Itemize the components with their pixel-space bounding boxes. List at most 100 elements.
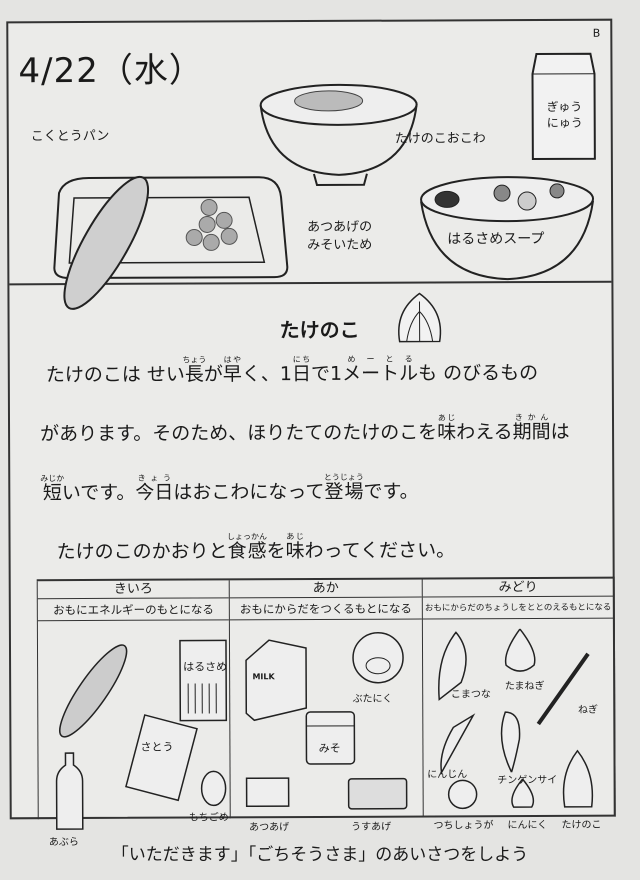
carrot-icon <box>439 713 475 775</box>
article-line: たけのこは せい長ちょうが早はやく、1日にちで1メートルめーとるも のびるもの <box>40 347 610 408</box>
chingensai-icon <box>500 711 520 773</box>
mochigome-icon <box>200 770 227 807</box>
furigana: あじ <box>285 532 305 542</box>
tray-illustration <box>53 176 289 280</box>
food-label: つちしょうが <box>433 820 494 832</box>
okowa-bowl-icon <box>259 83 418 186</box>
text-segment: わってください。 <box>304 539 456 563</box>
bread-icon <box>63 175 150 310</box>
group-name: きいろ <box>37 580 230 600</box>
milk-carton-text: MILK <box>252 672 275 682</box>
soup-label: はるさめスープ <box>447 230 545 248</box>
soup-bowl-icon <box>420 176 595 281</box>
text-segment: わえる <box>456 421 513 444</box>
furigana-word: 短みじか <box>40 474 65 505</box>
food-label: もちごめ <box>188 812 229 824</box>
group-desc: おもにからだをつくるもとになる <box>230 597 422 621</box>
furigana: にち <box>291 354 311 365</box>
milk-carton-icon <box>245 639 308 722</box>
sugar-bag-icon <box>125 714 198 802</box>
food-label: ぶたにく <box>352 693 393 705</box>
garlic-icon <box>510 778 534 808</box>
text-segment: があります。そのため、ほりたてのたけのこを <box>40 421 438 446</box>
text-segment: を <box>266 540 286 563</box>
food-label: チンゲンサイ <box>497 774 558 787</box>
onion-icon <box>504 628 536 672</box>
atsuage-icon <box>246 777 290 808</box>
furigana: みじか <box>40 474 65 484</box>
furigana-word: 日にち <box>291 354 312 386</box>
bamboo-shoot-icon <box>562 749 593 808</box>
furigana-word: 食感しょっかん <box>227 532 268 563</box>
furigana: しょっかん <box>227 532 268 542</box>
furigana-word: 味あじ <box>437 413 457 444</box>
food-label: こまつな <box>450 689 491 701</box>
text-segment: く、1 <box>241 363 293 386</box>
article-line: 短みじかいです。今日きょうはおこわになって登場とうじょうです。 <box>40 465 610 526</box>
furigana: あじ <box>437 413 457 423</box>
food-label: にんじん <box>427 769 468 781</box>
pig-icon <box>352 631 405 684</box>
atsuage-label-2: みそいため <box>307 237 373 254</box>
furigana-word: 期間きかん <box>512 412 551 444</box>
article-title: たけのこ <box>279 317 360 343</box>
sugar-bag-text: さとう <box>140 740 174 754</box>
furigana-word: 味あじ <box>285 532 305 563</box>
furigana: はや <box>222 355 242 365</box>
group-red: あか おもにからだをつくるもとになる MILK ぶたにく みそ あつあげ うすあ… <box>229 579 423 833</box>
miso-text: みそ <box>318 741 341 755</box>
furigana-word: 登場とうじょう <box>323 472 364 503</box>
furigana-word: 早はや <box>222 355 242 386</box>
text-segment: は <box>550 420 570 443</box>
bamboo-shoot-icon <box>398 292 442 343</box>
group-desc: おもにからだのちょうしをととのえるもとになる <box>422 596 614 620</box>
food-label: たまねぎ <box>504 680 545 693</box>
menu-illustration-section: 4/22（水） こくとうパン たけのこおこわ ぎゅう にゅう あつあげの みそい… <box>8 20 612 310</box>
ginger-icon <box>447 779 478 810</box>
text-segment: たけのこのかおりと <box>56 540 228 564</box>
furigana: きょう <box>135 473 174 483</box>
harusame-pack-icon <box>179 639 228 722</box>
bread-icon <box>59 644 128 738</box>
okowa-label: たけのこおこわ <box>394 131 486 147</box>
food-label: たけのこ <box>561 819 602 831</box>
menu-date: 4/22（水） <box>18 50 204 92</box>
group-name: あか <box>230 579 422 599</box>
harusame-pack-text: はるさめ <box>183 660 228 674</box>
food-label: うすあげ <box>351 821 392 833</box>
usuage-icon <box>348 777 408 810</box>
article-line: があります。そのため、ほりたてのたけのこを味あじわえる期間きかんは <box>40 406 610 467</box>
furigana-word: 今日きょう <box>135 473 174 504</box>
atsuage-label-1: あつあげの <box>307 219 373 236</box>
furigana: とうじょう <box>323 472 364 482</box>
food-groups-table: きいろ おもにエネルギーのもとになる はるさめ さとう あぶら もちごめ あか … <box>36 576 616 848</box>
article-body: たけのこは せい長ちょうが早はやく、1日にちで1メートルめーとるも のびるものが… <box>40 347 611 585</box>
furigana: ちょう <box>182 355 207 365</box>
group-desc: おもにエネルギーのもとになる <box>37 598 230 622</box>
group-yellow: きいろ おもにエネルギーのもとになる はるさめ さとう あぶら もちごめ <box>36 580 231 848</box>
food-label: にんにく <box>507 819 548 832</box>
text-segment: も のびるもの <box>418 362 539 385</box>
negi-icon <box>536 652 590 726</box>
lunch-menu-sheet: B 4/22（水） こくとうパン たけのこおこわ ぎゅう にゅう あつあげの み… <box>6 18 616 848</box>
food-label: ねぎ <box>577 704 598 716</box>
text-segment: たけのこは せい <box>45 363 185 387</box>
milk-carton-icon <box>531 52 596 161</box>
text-segment: いです。 <box>61 481 136 505</box>
komatsuna-icon <box>437 631 467 701</box>
furigana-word: 長ちょう <box>182 355 207 386</box>
furigana: めーとる <box>342 354 419 364</box>
text-segment: です。 <box>363 480 419 503</box>
group-green: みどり おもにからだのちょうしをととのえるもとになる こまつな たまねぎ ねぎ … <box>421 578 616 831</box>
article-line: たけのこのかおりと食感しょっかんを味あじわってください。 <box>40 524 610 585</box>
text-segment: で1 <box>310 362 343 385</box>
text-segment: はおこわになって <box>173 480 325 504</box>
furigana-word: メートルめーとる <box>342 354 419 385</box>
greeting-footer: 「いただきます」「ごちそうさま」のあいさつをしよう <box>111 845 529 865</box>
oil-bottle-icon <box>55 752 84 830</box>
food-label: あつあげ <box>249 822 290 834</box>
miso-container-icon <box>305 711 356 765</box>
article-section: たけのこ たけのこは せい長ちょうが早はやく、1日にちで1メートルめーとるも の… <box>9 283 612 582</box>
milk-label: ぎゅう にゅう <box>546 99 583 130</box>
bread-label: こくとうパン <box>30 128 110 145</box>
